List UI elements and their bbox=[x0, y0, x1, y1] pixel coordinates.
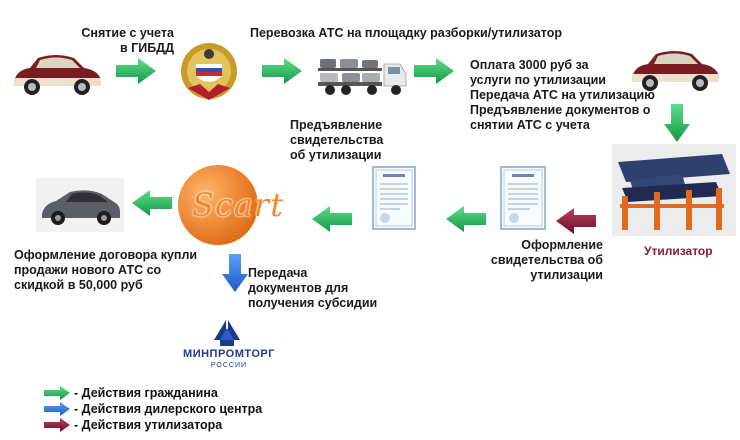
dealer-arrow-down bbox=[222, 254, 248, 292]
legend-item-recycler: - Действия утилизатора bbox=[44, 418, 222, 432]
scart-logo: Scart bbox=[178, 164, 298, 246]
minpromtorg-subtitle: РОССИИ bbox=[210, 362, 248, 369]
old-car-image bbox=[626, 46, 724, 96]
recycler-plant-image bbox=[612, 144, 736, 236]
certificate-document-image bbox=[500, 166, 546, 230]
recycler-arrow-left bbox=[556, 208, 596, 234]
citizen-arrow-down bbox=[664, 104, 690, 142]
step-payment-text: Оплата 3000 руб за услуги по утилизации … bbox=[470, 58, 655, 132]
legend-item-citizen: - Действия гражданина bbox=[44, 386, 218, 400]
scart-logo-text: Scart bbox=[192, 186, 285, 224]
recycler-label: Утилизатор bbox=[644, 244, 713, 258]
new-car-image bbox=[36, 178, 124, 232]
legend-citizen-label: - Действия гражданина bbox=[74, 386, 218, 400]
step-subsidy-text: Передача документов для получения субсид… bbox=[248, 266, 378, 310]
step-purchase-text: Оформление договора купли продажи нового… bbox=[14, 248, 198, 292]
gibdd-emblem bbox=[180, 40, 238, 102]
step-certificate-issue-text: Оформление свидетельства об утилизации bbox=[490, 238, 603, 282]
legend-item-dealer: - Действия дилерского центра bbox=[44, 402, 262, 416]
car-carrier-truck-image bbox=[316, 52, 408, 98]
citizen-arrow-right bbox=[262, 58, 302, 84]
citizen-arrow-left bbox=[132, 190, 172, 216]
old-car-image bbox=[8, 48, 106, 100]
citizen-arrow-left bbox=[312, 206, 352, 232]
minpromtorg-title: МИНПРОМТОРГ bbox=[183, 348, 275, 360]
step-certificate-present-text: Предъявление свидетельства об утилизации bbox=[290, 118, 384, 162]
citizen-arrow-right bbox=[116, 58, 156, 84]
dealer-arrow-icon bbox=[44, 402, 70, 416]
citizen-arrow-left bbox=[446, 206, 486, 232]
legend-recycler-label: - Действия утилизатора bbox=[74, 418, 223, 432]
legend-dealer-label: - Действия дилерского центра bbox=[74, 402, 263, 416]
recycler-arrow-icon bbox=[44, 418, 70, 432]
minpromtorg-logo: МИНПРОМТОРГ РОССИИ bbox=[174, 314, 284, 374]
citizen-arrow-right bbox=[414, 58, 454, 84]
step-transport-text: Перевозка АТС на площадку разборки/утили… bbox=[250, 26, 562, 40]
citizen-arrow-icon bbox=[44, 386, 70, 400]
certificate-document-image bbox=[372, 166, 416, 230]
step-gibdd-text: Снятие с учета в ГИБДД bbox=[81, 26, 174, 55]
